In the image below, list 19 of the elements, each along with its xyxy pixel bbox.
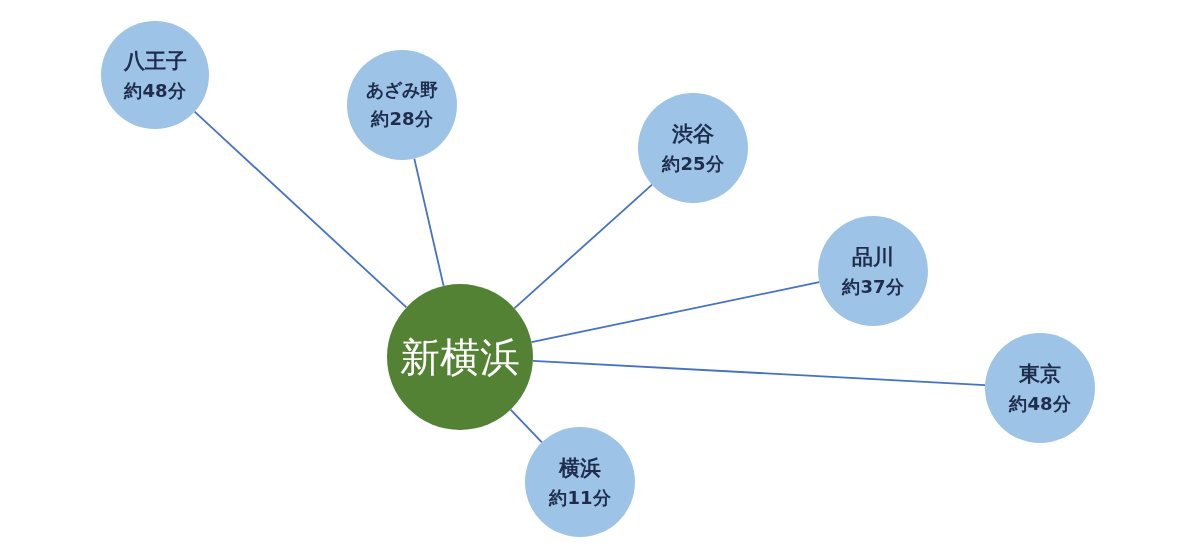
connector-line [513,183,653,310]
connector-line [193,110,408,309]
connector-line [413,157,445,287]
station-name: 東京 [1019,361,1061,386]
station-name: 八王子 [123,48,187,73]
station-name: 新横浜 [400,334,520,380]
station-name: 横浜 [559,455,601,480]
travel-time: 約48分 [124,80,186,102]
travel-time: 約25分 [662,153,724,175]
travel-time: 約37分 [842,276,904,298]
connector-line [532,360,986,386]
station-name: 品川 [852,244,894,269]
travel-time: 約48分 [1009,393,1071,415]
connector-line [530,281,821,343]
travel-time: 約11分 [549,487,611,509]
connector-line [509,408,543,444]
station-name: 渋谷 [672,121,714,146]
station-name: あざみ野 [366,80,438,101]
travel-time: 約28分 [371,109,433,130]
